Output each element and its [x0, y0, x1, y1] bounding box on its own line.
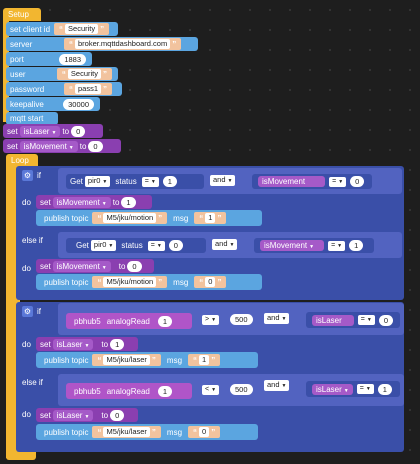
operator-dropdown[interactable]: =▼: [357, 315, 375, 325]
compare-islaser-block[interactable]: isLaser▼ =▼ 1: [306, 381, 400, 397]
string-block[interactable]: “broker.mqttdashboard.com”: [64, 38, 182, 50]
operator-dropdown[interactable]: >▼: [202, 315, 220, 325]
string-block[interactable]: “0”: [194, 276, 227, 288]
keepalive-block[interactable]: keepalive 30000: [6, 97, 100, 111]
operator-dropdown[interactable]: =▼: [356, 384, 374, 394]
and-dropdown[interactable]: and▼: [212, 239, 238, 250]
get-pir-status-block[interactable]: Get pir0▼ status =▼ 1: [66, 174, 204, 189]
publish-motion-1-block[interactable]: publish topic “M5/jku/motion” msg “1”: [36, 210, 262, 226]
var-get-block[interactable]: isMovement▼: [260, 240, 325, 251]
operator-dropdown[interactable]: <▼: [202, 385, 220, 395]
pbhub-analogread-block[interactable]: pbhub5 analogRead 1: [66, 313, 192, 329]
pin-dropdown[interactable]: pir0▼: [90, 240, 117, 251]
var-get-block[interactable]: isLaser: [312, 314, 354, 326]
operator-dropdown[interactable]: =▼: [147, 240, 165, 251]
var-dropdown[interactable]: isMovement▼: [52, 196, 111, 208]
string-block[interactable]: “1”: [188, 354, 221, 366]
var-get-block[interactable]: isLaser▼: [312, 383, 353, 395]
set-client-id-block[interactable]: set client id “Security”: [6, 22, 118, 36]
string-block[interactable]: “pass1”: [64, 83, 113, 95]
string-block[interactable]: “M5/jku/laser”: [92, 354, 161, 366]
set-islaser-block[interactable]: set isLaser▼ to 0: [3, 124, 103, 138]
set-ismovement-1-block[interactable]: set isMovement▼ to 1: [36, 195, 152, 209]
setup-header: Setup: [8, 10, 29, 19]
compare-ismovement-block[interactable]: isMovement =▼ 0: [252, 174, 372, 189]
set-ismovement-block[interactable]: set isMovement▼ to 0: [3, 139, 121, 153]
operator-dropdown[interactable]: =▼: [328, 240, 346, 251]
publish-motion-0-block[interactable]: publish topic “M5/jku/motion” msg “0”: [36, 274, 262, 290]
operator-dropdown[interactable]: =▼: [141, 176, 159, 187]
var-dropdown[interactable]: isLaser▼: [52, 409, 94, 421]
compare-islaser-block[interactable]: isLaser =▼ 0: [306, 312, 400, 328]
string-block[interactable]: “M5/jku/motion”: [92, 276, 168, 288]
set-ismovement-0-block[interactable]: set isMovement▼ to 0: [36, 259, 154, 273]
pin-dropdown[interactable]: pir0▼: [84, 176, 111, 187]
setup-block[interactable]: Setup: [3, 8, 41, 21]
string-block[interactable]: “M5/jku/motion”: [92, 212, 168, 224]
string-block[interactable]: “M5/jku/laser”: [92, 426, 161, 438]
string-block[interactable]: “Security”: [54, 23, 110, 35]
port-block[interactable]: port 1883: [6, 52, 92, 66]
var-dropdown[interactable]: isLaser▼: [52, 338, 94, 350]
string-block[interactable]: “1”: [194, 212, 227, 224]
server-block[interactable]: server “broker.mqttdashboard.com”: [6, 37, 198, 51]
and-dropdown[interactable]: and▼: [264, 380, 290, 391]
string-block[interactable]: “Security”: [56, 68, 112, 80]
and-dropdown[interactable]: and▼: [264, 313, 290, 324]
gear-icon[interactable]: ⚙: [22, 306, 33, 317]
gear-icon[interactable]: ⚙: [22, 170, 33, 181]
publish-laser-1-block[interactable]: publish topic “M5/jku/laser” msg “1”: [36, 352, 258, 368]
string-block[interactable]: “0”: [188, 426, 221, 438]
password-block[interactable]: password “pass1”: [6, 82, 122, 96]
var-get-block[interactable]: isMovement: [258, 176, 326, 187]
loop-header: Loop: [11, 156, 29, 165]
set-islaser-1-block[interactable]: set isLaser▼ to 1: [36, 337, 138, 351]
pbhub-analogread-block[interactable]: pbhub5 analogRead 1: [66, 383, 192, 399]
operator-dropdown[interactable]: =▼: [329, 176, 347, 187]
set-islaser-0-block[interactable]: set isLaser▼ to 0: [36, 408, 138, 422]
publish-laser-0-block[interactable]: publish topic “M5/jku/laser” msg “0”: [36, 424, 258, 440]
compare-ismovement-block[interactable]: isMovement▼ =▼ 1: [254, 238, 374, 253]
var-dropdown[interactable]: isLaser▼: [19, 125, 61, 137]
loop-footer: [6, 452, 36, 460]
get-pir-status-block[interactable]: Get pir0▼ status =▼ 0: [66, 238, 206, 253]
mqtt-start-block[interactable]: mqtt start: [6, 112, 58, 125]
loop-block[interactable]: Loop: [6, 154, 38, 167]
and-dropdown[interactable]: and▼: [210, 175, 236, 186]
var-dropdown[interactable]: isMovement▼: [19, 140, 78, 152]
user-block[interactable]: user “Security”: [6, 67, 118, 81]
var-dropdown[interactable]: isMovement▼: [52, 260, 111, 272]
